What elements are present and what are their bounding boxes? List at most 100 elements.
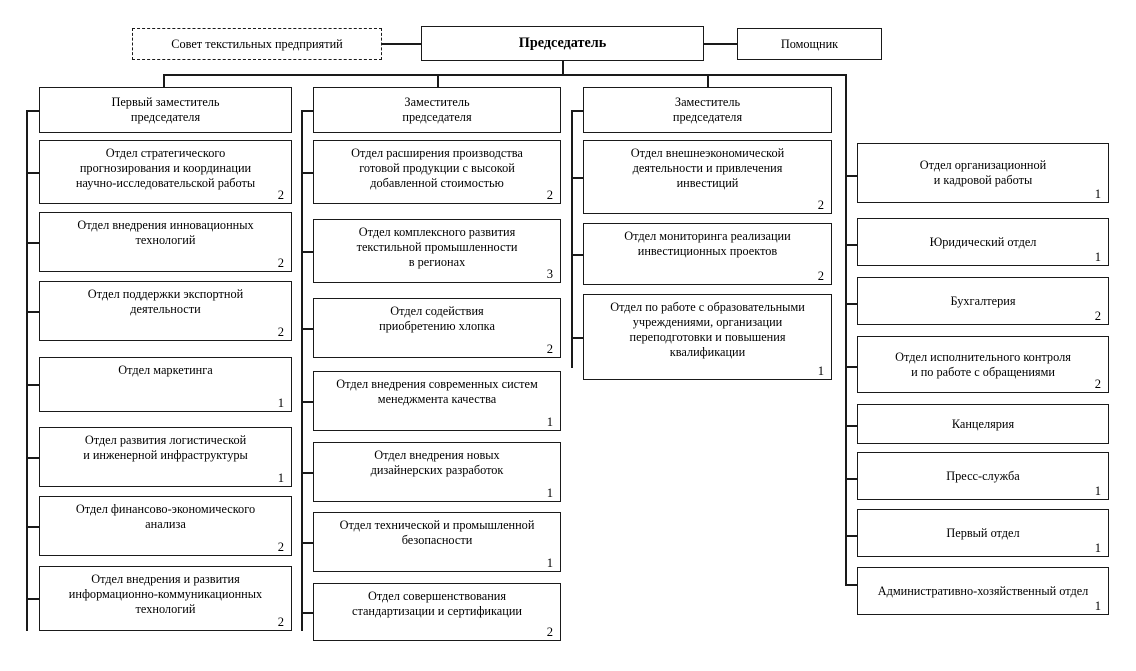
node-col3-item-1-count: 2 [817,269,824,284]
node-council[interactable]: Совет текстильных предприятий [132,28,382,60]
node-col1-item-5[interactable]: Отдел финансово-экономического анализа 2 [39,496,292,556]
node-col2-item-2[interactable]: Отдел содействия приобретению хлопка 2 [313,298,561,358]
node-col1-item-0-count: 2 [277,188,284,203]
stub-col4-2 [845,303,857,305]
node-col1-item-2[interactable]: Отдел поддержки экспортной деятельности … [39,281,292,341]
stub-col1-5 [26,526,39,528]
node-col4-item-0[interactable]: Отдел организационной и кадровой работы … [857,143,1109,203]
node-col2-item-5-label: Отдел технической и промышленной безопас… [339,518,535,547]
node-col2-item-3-label: Отдел внедрения современных систем менед… [336,377,538,406]
stub-col1-1 [26,242,39,244]
node-col4-item-1[interactable]: Юридический отдел 1 [857,218,1109,266]
node-col2-item-6[interactable]: Отдел совершенствования стандартизации и… [313,583,561,641]
stub-col4-1 [845,244,857,246]
node-col2-item-1[interactable]: Отдел комплексного развития текстильной … [313,219,561,283]
node-council-label: Совет текстильных предприятий [171,36,343,51]
node-col1-item-2-label: Отдел поддержки экспортной деятельности [87,287,244,316]
node-col2-item-4-count: 1 [546,486,553,501]
node-col2-item-5-count: 1 [546,556,553,571]
node-col4-item-7-label: Административно-хозяйственный отдел [877,583,1089,598]
node-col4-item-1-label: Юридический отдел [929,234,1037,249]
node-col2-item-3-count: 1 [546,415,553,430]
node-col3-head[interactable]: Заместитель председателя [583,87,832,133]
connector-chairman-drop [562,61,564,75]
connector-chairman-assistant [704,43,737,45]
node-col2-item-0[interactable]: Отдел расширения производства готовой пр… [313,140,561,204]
node-col1-item-5-count: 2 [277,540,284,555]
node-col3-item-0[interactable]: Отдел внешнеэкономической деятельности и… [583,140,832,214]
stub-col1-3 [26,384,39,386]
node-col1-item-4[interactable]: Отдел развития логистической и инженерно… [39,427,292,487]
node-col1-item-1-label: Отдел внедрения инновационных технологий [77,218,254,247]
connector-bus-drop-col4 [845,74,847,585]
stub-col4-7 [845,584,857,586]
node-col4-item-3-count: 2 [1094,377,1101,392]
stub-col3-0 [571,177,583,179]
node-assistant-label: Помощник [780,36,839,51]
node-col2-item-4-label: Отдел внедрения новых дизайнерских разра… [370,448,504,477]
node-col4-item-5-label: Пресс-служба [946,468,1020,483]
node-chairman-label: Председатель [518,34,607,51]
node-col1-head[interactable]: Первый заместитель председателя [39,87,292,133]
node-col1-item-0[interactable]: Отдел стратегического прогнозирования и … [39,140,292,204]
stub-col2-3 [301,401,313,403]
node-col1-item-3[interactable]: Отдел маркетинга 1 [39,357,292,412]
stub-col4-3 [845,366,857,368]
node-col1-item-3-count: 1 [277,396,284,411]
node-col3-head-label: Заместитель председателя [672,95,743,124]
node-col4-item-3[interactable]: Отдел исполнительного контроля и по рабо… [857,336,1109,393]
node-col1-item-6[interactable]: Отдел внедрения и развития информационно… [39,566,292,631]
node-col2-item-6-label: Отдел совершенствования стандартизации и… [351,589,522,618]
node-col2-item-2-count: 2 [546,342,553,357]
node-chairman[interactable]: Председатель [421,26,704,61]
stub-col3-1 [571,254,583,256]
node-col1-item-4-count: 1 [277,471,284,486]
node-col2-head[interactable]: Заместитель председателя [313,87,561,133]
stub-col2-2 [301,328,313,330]
stub-col2-1 [301,251,313,253]
node-assistant[interactable]: Помощник [737,28,882,60]
node-col2-item-4[interactable]: Отдел внедрения новых дизайнерских разра… [313,442,561,502]
node-col4-item-7[interactable]: Административно-хозяйственный отдел 1 [857,567,1109,615]
node-col4-item-7-count: 1 [1094,599,1101,614]
column-bus-3-top-stub [571,110,583,112]
stub-col4-4 [845,425,857,427]
node-col2-item-6-count: 2 [546,625,553,640]
node-col4-item-5[interactable]: Пресс-служба 1 [857,452,1109,500]
node-col4-item-6[interactable]: Первый отдел 1 [857,509,1109,557]
column-bus-1-top-stub [26,110,39,112]
node-col4-item-2[interactable]: Бухгалтерия 2 [857,277,1109,325]
stub-col1-4 [26,457,39,459]
node-col3-item-2-count: 1 [817,364,824,379]
node-col1-item-5-label: Отдел финансово-экономического анализа [75,502,256,531]
node-col2-item-1-label: Отдел комплексного развития текстильной … [356,225,518,269]
node-col2-head-label: Заместитель председателя [402,95,472,124]
stub-col1-0 [26,172,39,174]
node-col4-item-4[interactable]: Канцелярия [857,404,1109,444]
node-col3-item-1-label: Отдел мониторинга реализации инвестицион… [624,229,791,258]
node-col1-item-4-label: Отдел развития логистической и инженерно… [83,433,248,462]
stub-col2-0 [301,172,313,174]
connector-main-bus [163,74,846,76]
node-col2-item-2-label: Отдел содействия приобретению хлопка [379,304,495,333]
node-col1-item-1[interactable]: Отдел внедрения инновационных технологий… [39,212,292,272]
node-col3-item-0-label: Отдел внешнеэкономической деятельности и… [630,146,785,190]
stub-col2-5 [301,542,313,544]
stub-col4-5 [845,478,857,480]
node-col4-item-0-count: 1 [1094,187,1101,202]
column-bus-2-top-stub [301,110,313,112]
node-col3-item-1[interactable]: Отдел мониторинга реализации инвестицион… [583,223,832,285]
node-col4-item-2-label: Бухгалтерия [950,293,1016,308]
node-col1-item-2-count: 2 [277,325,284,340]
connector-council-chairman [382,43,421,45]
stub-col4-0 [845,175,857,177]
connector-bus-drop-col1 [163,74,165,87]
stub-col1-6 [26,598,39,600]
node-col3-item-2-label: Отдел по работе с образовательными учреж… [610,300,805,359]
node-col2-item-5[interactable]: Отдел технической и промышленной безопас… [313,512,561,572]
node-col3-item-2[interactable]: Отдел по работе с образовательными учреж… [583,294,832,380]
node-col2-item-3[interactable]: Отдел внедрения современных систем менед… [313,371,561,431]
stub-col3-2 [571,337,583,339]
node-col1-item-1-count: 2 [277,256,284,271]
